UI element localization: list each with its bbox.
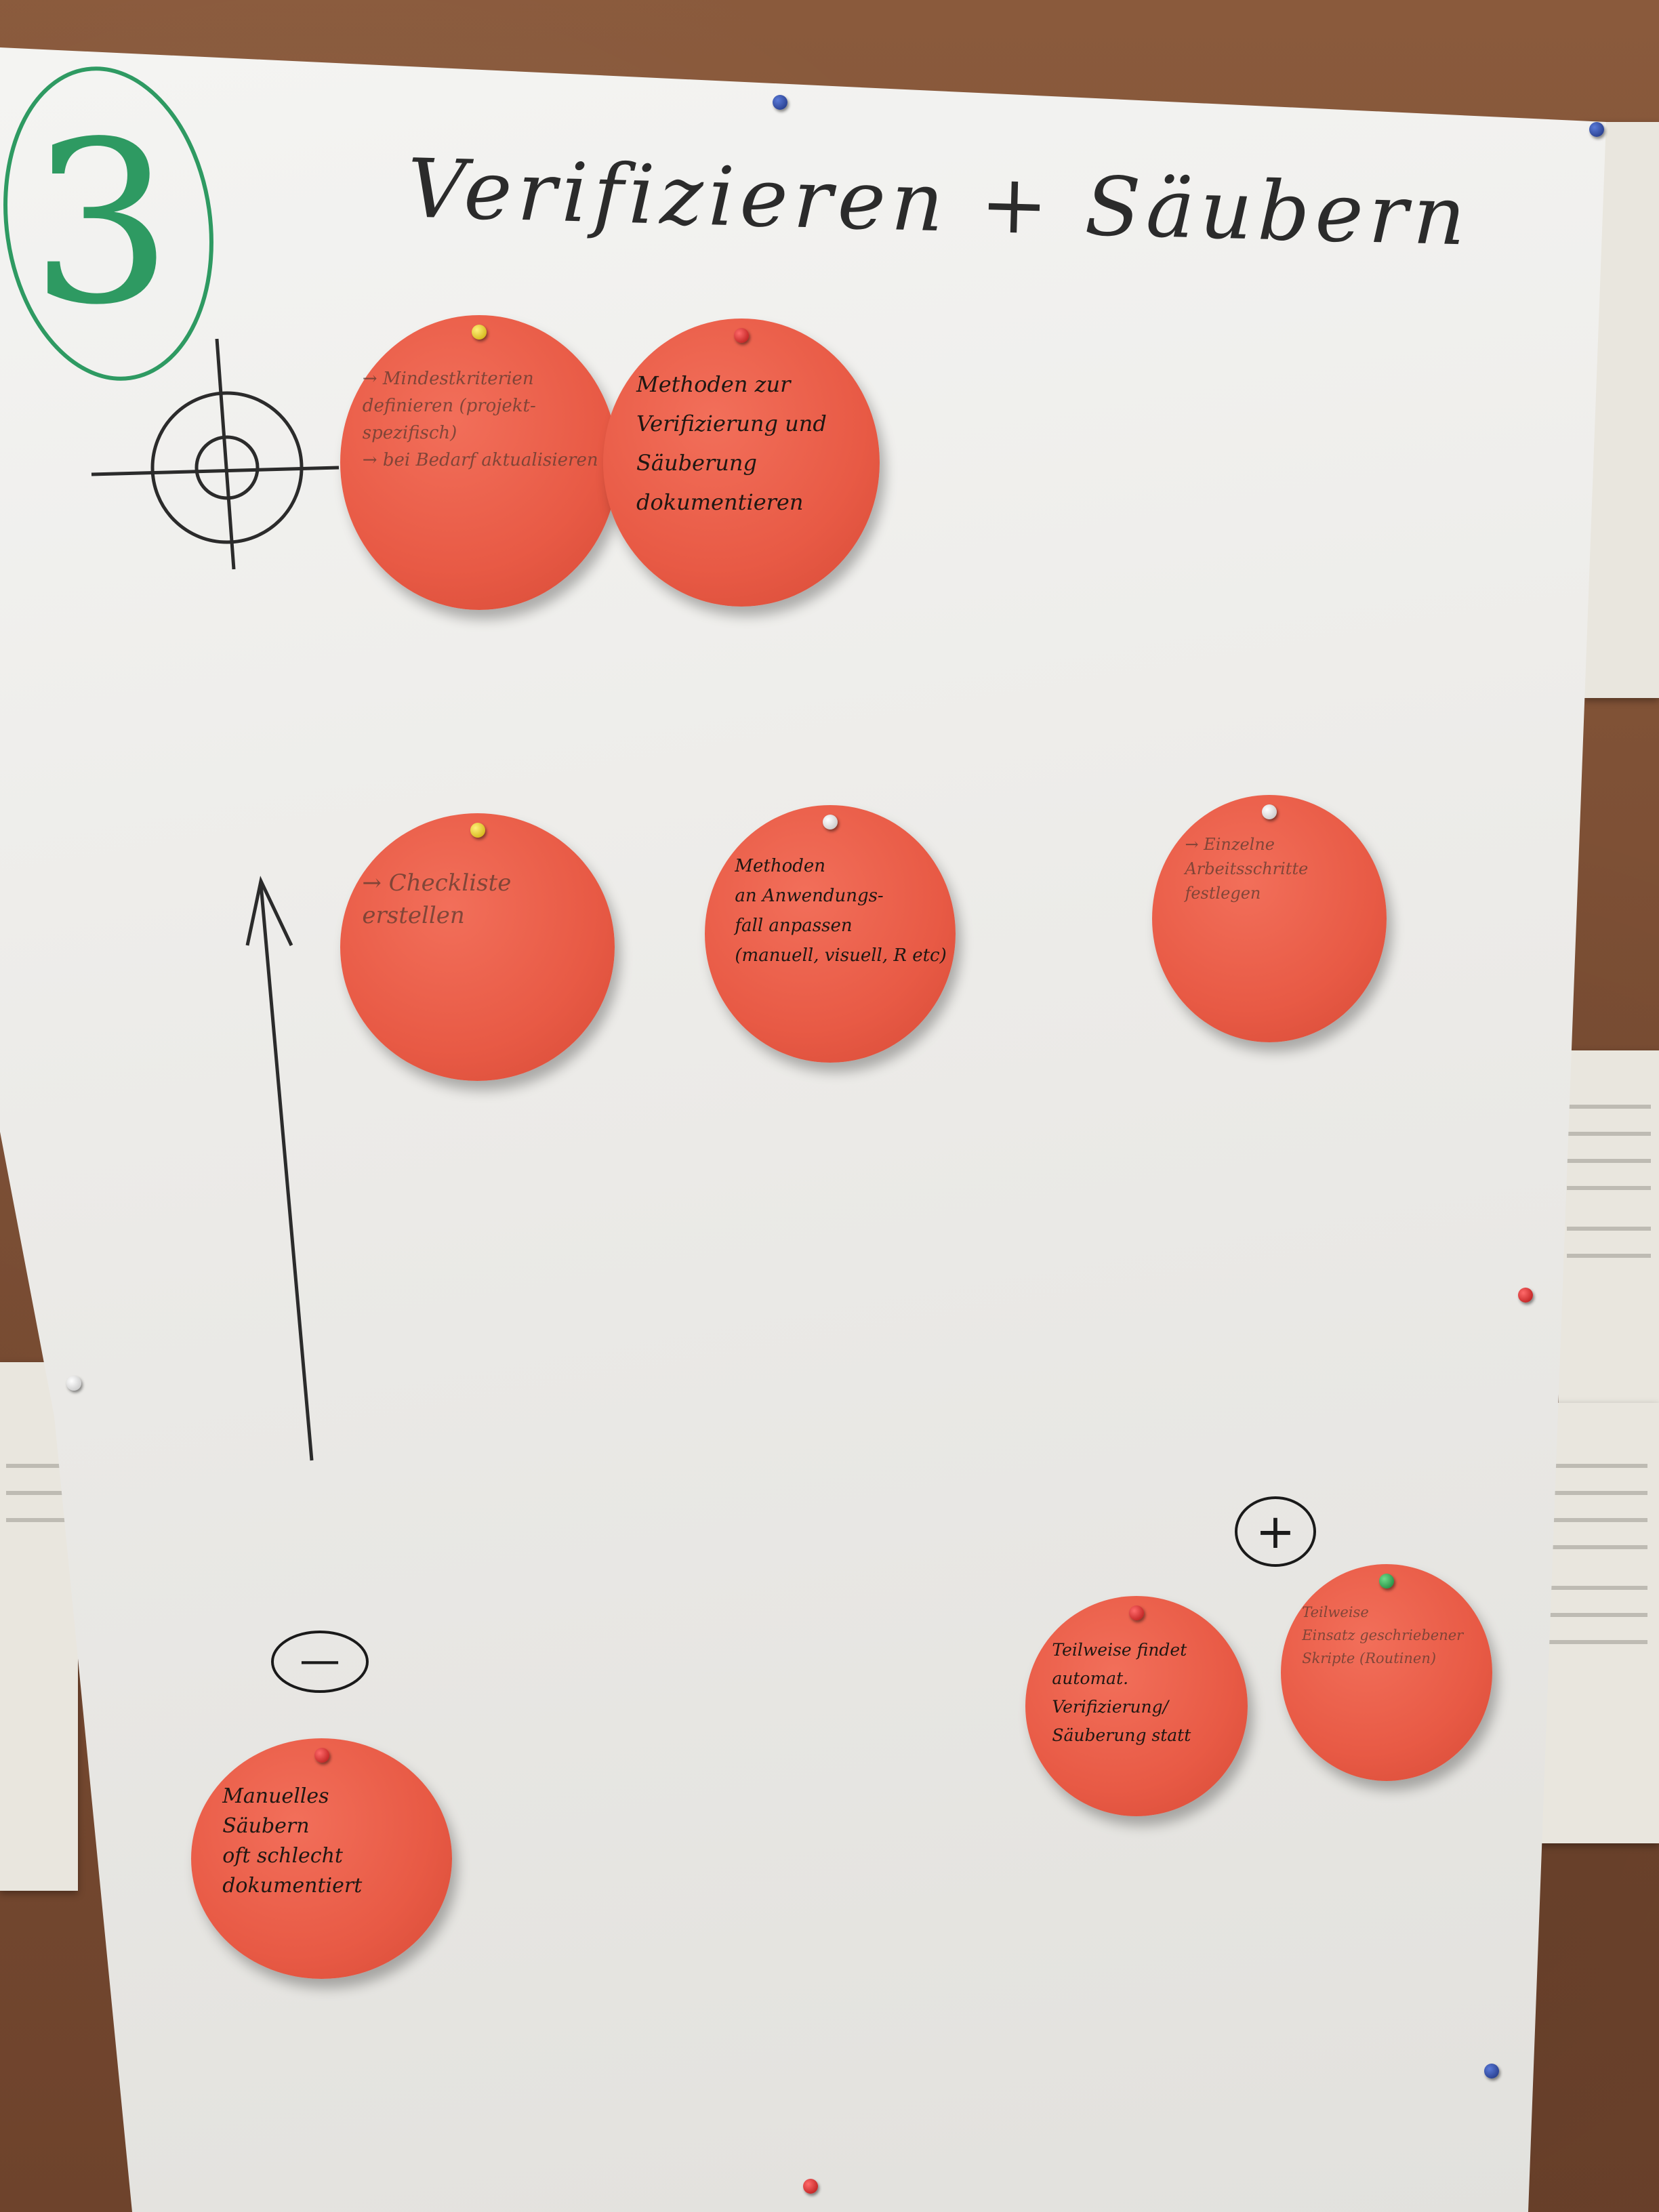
- push-pin-icon: [734, 328, 749, 343]
- push-pin-icon: [823, 815, 838, 830]
- up-arrow-icon: [245, 876, 314, 1461]
- paper-pin: [1589, 122, 1604, 137]
- note-text: Teilweise Einsatz geschriebener Skripte …: [1302, 1604, 1464, 1667]
- minus-sign: —: [300, 1637, 340, 1684]
- paper-pin: [1518, 1288, 1533, 1303]
- note-text: Teilweise findet automat. Verifizierung/…: [1052, 1639, 1191, 1745]
- paper-pin: [1484, 2064, 1499, 2078]
- note-text: Methoden an Anwendungs- fall anpassen (m…: [735, 856, 947, 966]
- paper-pin: [803, 2179, 818, 2194]
- section-number: 3: [30, 94, 173, 354]
- push-pin-icon: [470, 823, 485, 838]
- poster-title: Verifizieren + Säubern: [406, 142, 1473, 264]
- note-text: Manuelles Säubern oft schlecht dokumenti…: [222, 1784, 363, 1898]
- push-pin-icon: [1129, 1605, 1144, 1620]
- note-teilweise-automatisch[interactable]: Teilweise findet automat. Verifizierung/…: [1025, 1596, 1248, 1816]
- minus-circle: [271, 1631, 369, 1693]
- note-arbeitsschritte[interactable]: → Einzelne Arbeitsschritte festlegen: [1152, 795, 1387, 1042]
- plus-sign: +: [1255, 1504, 1296, 1559]
- target-icon: [91, 338, 340, 570]
- note-text: → Checkliste erstellen: [362, 869, 512, 929]
- note-methoden-dokumentieren[interactable]: Methoden zur Verifizierung und Säuberung…: [603, 319, 880, 607]
- paper-pin: [773, 95, 787, 110]
- note-text: Methoden zur Verifizierung und Säuberung…: [636, 371, 827, 515]
- push-pin-icon: [1379, 1574, 1394, 1589]
- note-mindestkriterien[interactable]: → Mindestkriterien definieren (projekt- …: [340, 315, 618, 610]
- side-document-middle: [1559, 1050, 1659, 1403]
- push-pin-icon: [472, 325, 487, 340]
- note-methoden-anpassen[interactable]: Methoden an Anwendungs- fall anpassen (m…: [705, 805, 956, 1063]
- push-pin-icon: [1262, 804, 1277, 819]
- push-pin-icon: [314, 1748, 329, 1763]
- plus-circle: [1235, 1496, 1316, 1567]
- note-text: → Mindestkriterien definieren (projekt- …: [362, 368, 598, 470]
- note-text: → Einzelne Arbeitsschritte festlegen: [1185, 834, 1309, 903]
- paper-pin: [66, 1376, 81, 1391]
- note-teilweise-skripte[interactable]: Teilweise Einsatz geschriebener Skripte …: [1281, 1564, 1492, 1781]
- note-checkliste[interactable]: → Checkliste erstellen: [340, 813, 615, 1081]
- note-manuelles-saeubern[interactable]: Manuelles Säubern oft schlecht dokumenti…: [191, 1738, 452, 1979]
